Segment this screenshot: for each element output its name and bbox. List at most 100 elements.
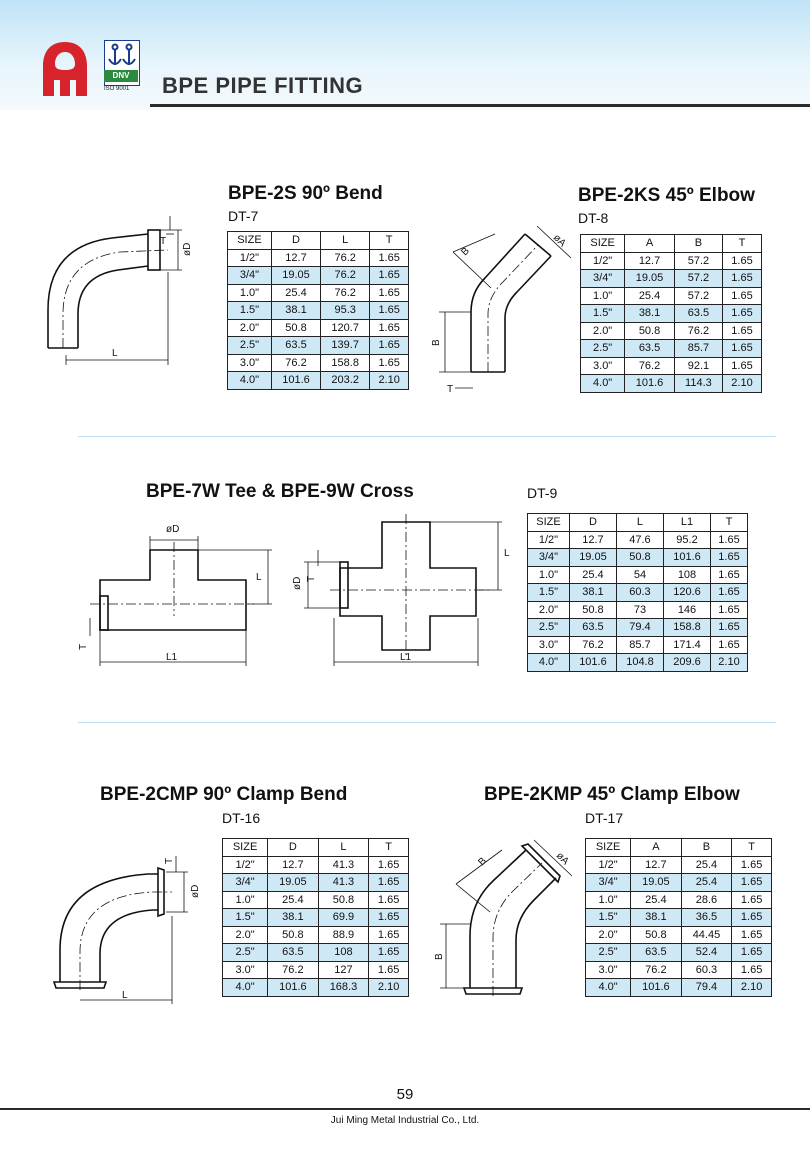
table-cell: 76.2	[673, 321, 724, 340]
section-title-bpe-7w-9w: BPE-7W Tee & BPE-9W Cross	[146, 481, 414, 502]
table-cell: 209.6	[662, 653, 712, 672]
table-cell: 101.6	[662, 548, 712, 567]
table-cell: 3/4"	[579, 269, 626, 288]
section-title-bpe-2ks: BPE-2KS 45º Elbow	[578, 185, 755, 206]
dim-label-l1: L1	[400, 652, 412, 663]
table-cell: 4.0"	[584, 978, 632, 997]
table-cell: 3.0"	[579, 356, 626, 375]
column-header: A	[624, 234, 675, 253]
dim-label-t: T	[164, 858, 175, 864]
section-title-bpe-2cmp: BPE-2CMP 90º Clamp Bend	[100, 784, 348, 805]
table-cell: 4.0"	[579, 374, 626, 393]
table-cell: 1.65	[369, 248, 409, 267]
table-cell: 1.65	[722, 339, 762, 358]
table-cell: 3.0"	[527, 635, 570, 654]
table-cell: 1.65	[710, 618, 748, 637]
table-cell: 76.2	[568, 635, 617, 654]
table-cell: 1/2"	[221, 855, 269, 874]
table-cell: 108	[662, 565, 712, 584]
table-cell: 4.0"	[227, 371, 272, 390]
table-cell: 101.6	[568, 653, 617, 672]
dim-label-t: T	[447, 384, 453, 395]
table-cell: 25.4	[624, 286, 675, 305]
table-cell: 47.6	[615, 530, 664, 549]
table-cell: 88.9	[317, 925, 370, 944]
table-cell: 76.2	[320, 248, 371, 267]
table-cell: 63.5	[270, 336, 322, 355]
table-cell: 85.7	[673, 339, 724, 358]
section-code-dt-16: DT-16	[222, 810, 261, 826]
table-cell: 25.4	[270, 283, 322, 302]
table-cell: 1.65	[731, 960, 772, 979]
table-cell: 12.7	[267, 855, 319, 874]
table-cell: 73	[615, 600, 664, 619]
footer-rule	[0, 1108, 810, 1110]
table-cell: 50.8	[317, 890, 370, 909]
elbow-45-drawing: B øA B T	[431, 225, 572, 395]
table-cell: 41.3	[317, 873, 370, 892]
table-cell: 76.2	[624, 356, 675, 375]
cert-name: DNV	[104, 70, 138, 82]
cert-standard: ISO 9001	[104, 86, 130, 92]
table-cell: 1/2"	[579, 251, 626, 270]
table-cell: 1.5"	[227, 301, 272, 320]
dim-label-l: L	[112, 348, 118, 359]
table-cell: 25.4	[630, 890, 682, 909]
table-cell: 120.6	[662, 583, 712, 602]
table-cell: 1.65	[369, 353, 409, 372]
dim-label-b-left: B	[434, 953, 445, 960]
section-code-dt-9: DT-9	[527, 485, 558, 501]
table-cell: 139.7	[320, 336, 371, 355]
table-cell: 1.0"	[227, 283, 272, 302]
column-header: D	[267, 838, 319, 857]
table-cell: 2.0"	[227, 318, 272, 337]
table-cell: 63.5	[630, 943, 682, 962]
table-cell: 203.2	[320, 371, 371, 390]
table-cell: 1.65	[368, 943, 409, 962]
section-code-dt-8: DT-8	[578, 210, 609, 226]
table-cell: 79.4	[615, 618, 664, 637]
table-cell: 3/4"	[584, 873, 632, 892]
section-code-dt-7: DT-7	[228, 208, 259, 224]
dim-label-d: øD	[190, 885, 201, 898]
table-cell: 2.10	[368, 978, 409, 997]
table-cell: 104.8	[615, 653, 664, 672]
table-cell: 3/4"	[227, 266, 272, 285]
section-code-dt-17: DT-17	[585, 810, 624, 826]
table-cell: 1.65	[368, 908, 409, 927]
page-number: 59	[396, 1086, 414, 1103]
column-header: D	[568, 513, 617, 532]
table-cell: 101.6	[267, 978, 319, 997]
dim-label-l: L	[256, 572, 262, 583]
table-cell: 92.1	[673, 356, 724, 375]
column-header: A	[630, 838, 682, 857]
table-cell: 50.8	[630, 925, 682, 944]
table-cell: 12.7	[568, 530, 617, 549]
table-cell: 114.3	[673, 374, 724, 393]
table-cell: 38.1	[624, 304, 675, 323]
table-cell: 60.3	[615, 583, 664, 602]
table-cell: 1.65	[722, 356, 762, 375]
table-cell: 19.05	[630, 873, 682, 892]
column-header: L1	[662, 513, 712, 532]
table-cell: 50.8	[624, 321, 675, 340]
table-cell: 50.8	[270, 318, 322, 337]
